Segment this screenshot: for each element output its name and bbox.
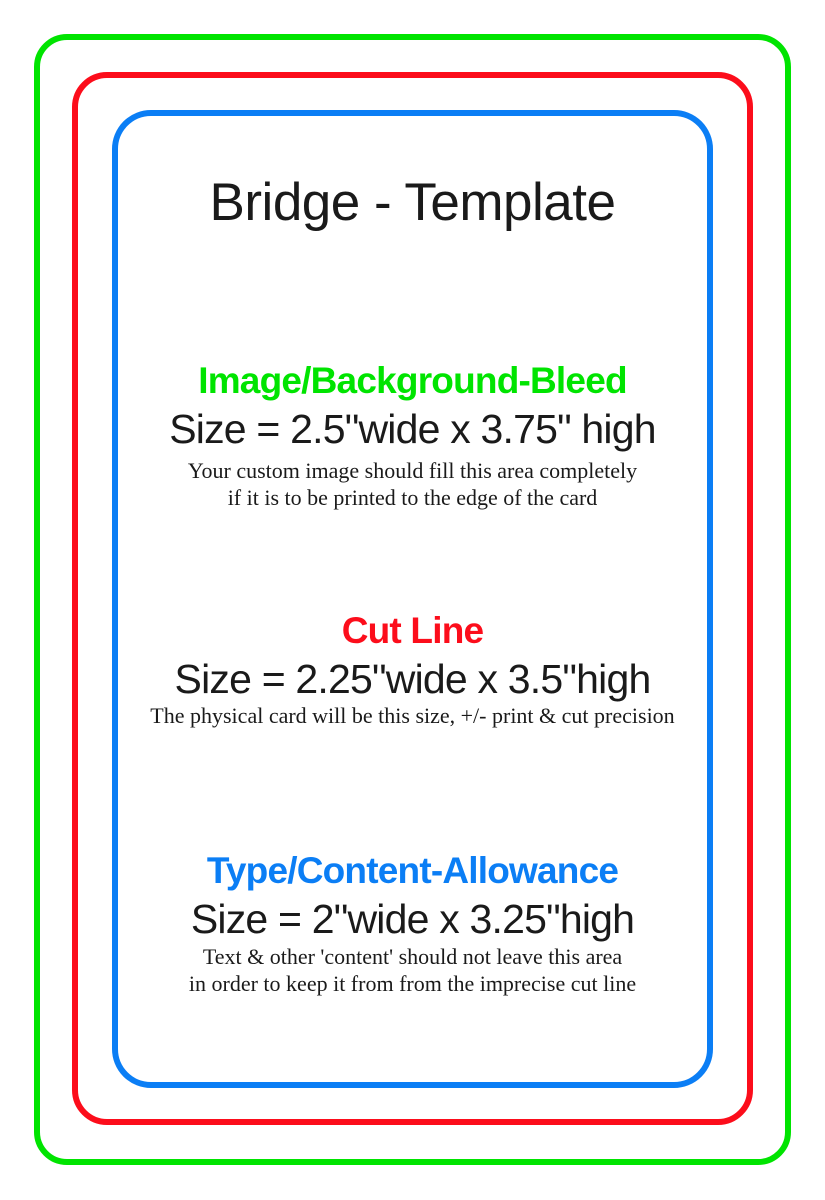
bleed-description-line-2: if it is to be printed to the edge of th…	[227, 484, 598, 510]
page-title: Bridge - Template	[209, 173, 616, 232]
type-section-description: Text & other 'content' should not leave …	[0, 944, 825, 998]
bleed-section-size: Size = 2.5"wide x 3.75" high	[169, 406, 656, 452]
cut-description-line-1: The physical card will be this size, +/-…	[150, 703, 675, 728]
cut-frame	[72, 72, 753, 1125]
safe-area-frame	[112, 110, 713, 1088]
bleed-section-description: Your custom image should fill this area …	[0, 458, 825, 512]
bleed-section-heading: Image/Background-Bleed	[198, 360, 627, 401]
bleed-frame	[34, 34, 791, 1165]
type-section-size: Size = 2"wide x 3.25"high	[190, 896, 635, 942]
cut-section-heading: Cut Line	[341, 610, 484, 651]
bleed-description-line-1: Your custom image should fill this area …	[187, 458, 638, 483]
cut-section-size: Size = 2.25"wide x 3.5"high	[174, 656, 652, 702]
cut-section-description: The physical card will be this size, +/-…	[0, 703, 825, 730]
type-section-heading: Type/Content-Allowance	[206, 850, 619, 891]
type-description-line-1: Text & other 'content' should not leave …	[202, 944, 623, 969]
type-description-line-2: in order to keep it from from the imprec…	[188, 970, 637, 996]
